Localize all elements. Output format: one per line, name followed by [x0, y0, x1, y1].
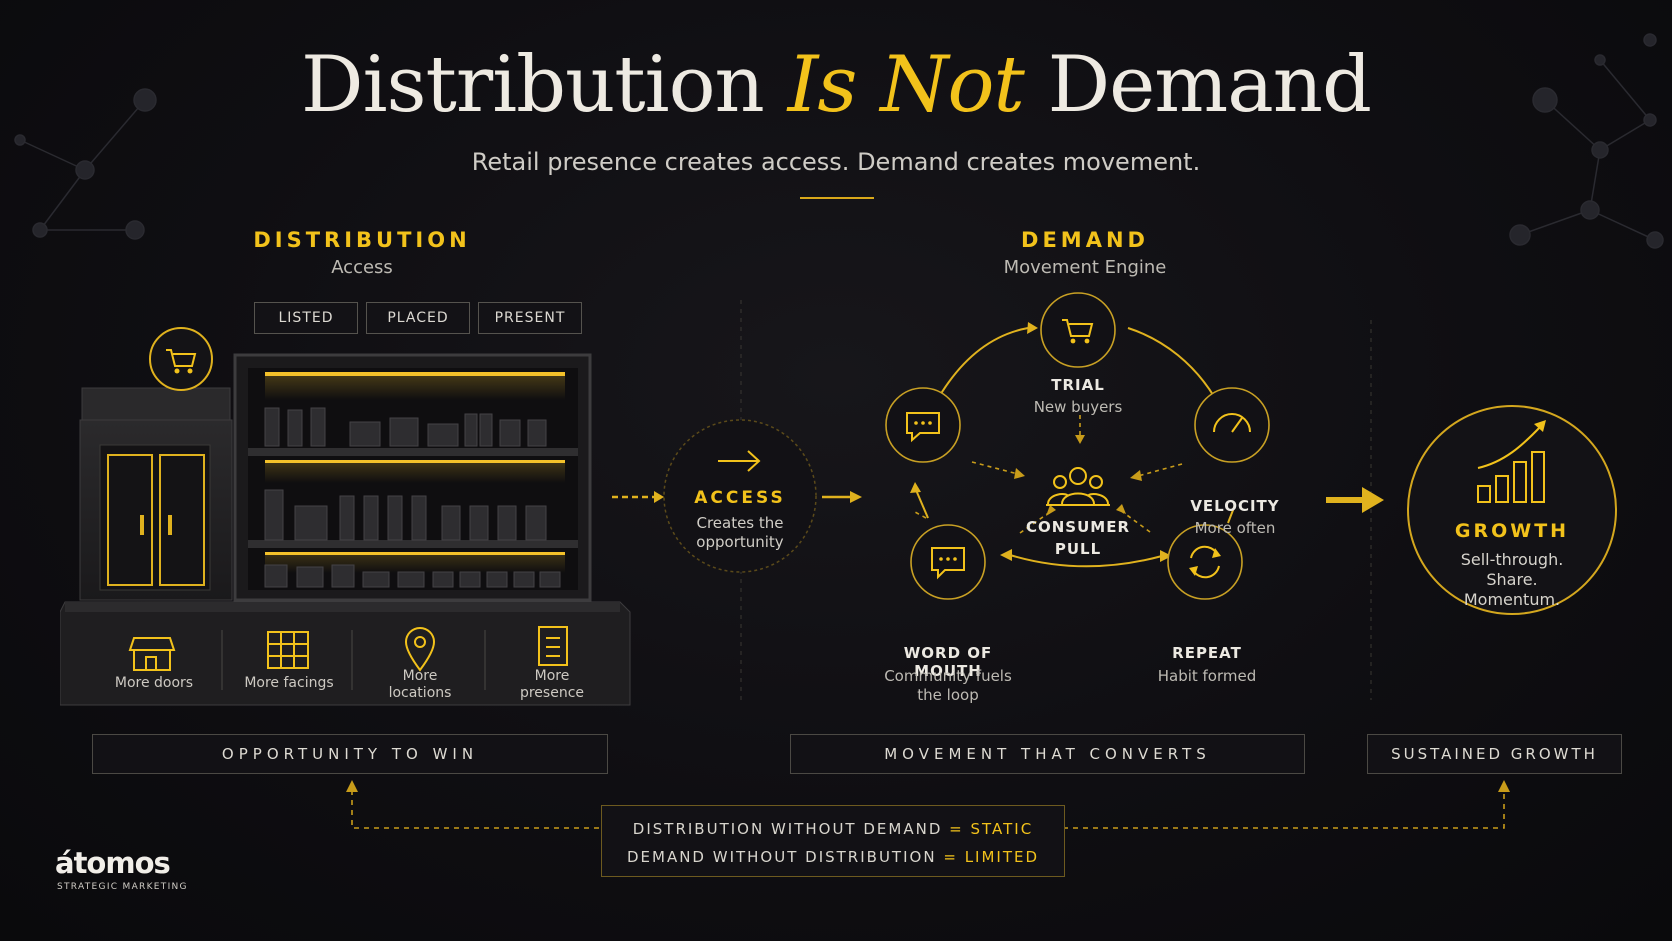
movement-bar: MOVEMENT THAT CONVERTS: [790, 734, 1305, 774]
equation-1-left: DISTRIBUTION WITHOUT DEMAND: [632, 820, 943, 838]
demand-loop-diagram: [885, 292, 1270, 600]
sustained-growth-bar: SUSTAINED GROWTH: [1367, 734, 1622, 774]
tag-present: PRESENT: [478, 302, 582, 334]
flow-arrows: [612, 491, 862, 503]
growth-circle: [1407, 405, 1617, 615]
equation-2-right: LIMITED: [964, 848, 1040, 866]
retail-store-illustration: [60, 353, 631, 706]
growth-sub-3: Momentum.: [1463, 590, 1561, 609]
word-of-mouth-label: WORD OF MOUTH: [903, 644, 993, 680]
equation-line-1: DISTRIBUTION WITHOUT DEMAND = STATIC: [602, 820, 1064, 838]
brand-tagline: STRATEGIC MARKETING: [57, 882, 188, 892]
distribution-heading: DISTRIBUTION: [253, 228, 471, 252]
feature-more-doors: More doors: [114, 675, 194, 691]
trial-label: TRIAL: [1051, 376, 1105, 394]
growth-sub-2: Share.: [1486, 570, 1538, 589]
growth-label: GROWTH: [1454, 520, 1570, 542]
growth-sub-1: Sell-through.: [1460, 550, 1564, 569]
title-part-1: Distribution: [301, 40, 765, 130]
access-label: ACCESS: [694, 488, 786, 508]
repeat-sub: Habit formed: [1157, 667, 1257, 685]
page-subtitle: Retail presence creates access. Demand c…: [471, 148, 1201, 176]
equation-connectors: [346, 780, 1510, 829]
store-cart-icon: [149, 327, 213, 391]
word-of-mouth-sub-1: Community fuels: [884, 667, 1012, 685]
title-part-2: Demand: [1047, 40, 1372, 130]
velocity-label: VELOCITY: [1190, 497, 1280, 515]
equation-1-right: STATIC: [970, 820, 1034, 838]
feature-more-facings: More facings: [244, 675, 334, 691]
equation-box: DISTRIBUTION WITHOUT DEMAND = STATIC DEM…: [601, 805, 1065, 877]
demand-heading: DEMAND: [1021, 228, 1149, 252]
brand-logo: átomos: [55, 846, 171, 880]
equation-1-op: =: [949, 820, 964, 838]
feature-more-locations: More locations: [388, 668, 452, 701]
word-of-mouth-sub-2: the loop: [917, 686, 979, 704]
feature-more-presence: More presence: [519, 668, 585, 701]
tag-placed: PLACED: [366, 302, 470, 334]
demand-subheading: Movement Engine: [1003, 257, 1167, 278]
equation-2-op: =: [943, 848, 958, 866]
distribution-subheading: Access: [331, 257, 393, 278]
equation-line-2: DEMAND WITHOUT DISTRIBUTION = LIMITED: [602, 848, 1064, 866]
tag-listed: LISTED: [254, 302, 358, 334]
repeat-label: REPEAT: [1172, 644, 1242, 662]
velocity-sub: More often: [1194, 519, 1276, 537]
opportunity-bar: OPPORTUNITY TO WIN: [92, 734, 608, 774]
title-accent: Is Not: [787, 40, 1025, 130]
equation-2-left: DEMAND WITHOUT DISTRIBUTION: [626, 848, 937, 866]
access-circle: [663, 419, 817, 573]
access-sub-1: Creates the: [696, 514, 784, 532]
access-sub-2: opportunity: [696, 533, 784, 551]
trial-sub: New buyers: [1033, 398, 1123, 416]
growth-arrow-icon: [1326, 487, 1384, 513]
consumer-pull-label-2: PULL: [1054, 540, 1102, 558]
title-divider: [800, 197, 874, 199]
page-title: Distribution Is Not Demand: [0, 40, 1672, 130]
consumer-pull-label-1: CONSUMER: [1025, 518, 1131, 536]
